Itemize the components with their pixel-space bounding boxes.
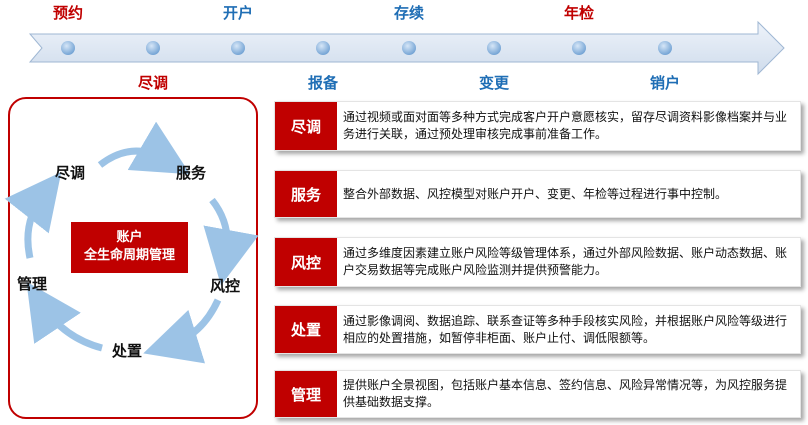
stage-row-management: 管理 提供账户全景视图，包括账户基本信息、签约信息、风险异常情况等，为风控服务提… <box>274 370 801 418</box>
cycle-node-service: 服务 <box>176 164 207 182</box>
timeline-label-top: 存续 <box>393 4 424 22</box>
timeline-label-top: 年检 <box>563 4 594 22</box>
stage-description: 通过多维度因素建立账户风险等级管理体系，通过外部风险数据、账户动态数据、账户交易… <box>343 246 788 277</box>
timeline-arrow <box>28 20 785 76</box>
stage-tag: 服务 <box>275 171 337 217</box>
cycle-arrow <box>4 171 62 259</box>
timeline-dot <box>402 41 416 55</box>
timeline-dot <box>487 41 501 55</box>
center-title-line1: 账户 <box>116 230 143 245</box>
stage-description: 整合外部数据、风控模型对账户开户、变更、年检等过程进行事中控制。 <box>343 186 728 201</box>
cycle-node-diligence: 尽调 <box>55 164 86 182</box>
cycle-arrow <box>143 298 222 364</box>
stage-tag: 管理 <box>275 371 337 417</box>
timeline-dot <box>658 41 672 55</box>
timeline-dot <box>61 41 75 55</box>
cycle-node-disposal: 处置 <box>112 342 143 360</box>
cycle-node-risk-control: 风控 <box>210 277 241 295</box>
cycle-arrows <box>4 121 259 364</box>
center-title-line2: 全生命周期管理 <box>83 248 175 263</box>
timeline-label-bottom: 变更 <box>478 74 509 92</box>
stage-description: 通过影像调阅、数据追踪、联系查证等多种手段核实风险，并根据账户风险等级进行相应的… <box>343 313 788 345</box>
cycle-arrow <box>97 121 191 175</box>
stage-description: 提供账户全景视图，包括账户基本信息、签约信息、风险异常情况等，为风控服务提供基础… <box>343 378 788 409</box>
cycle-arrow <box>26 281 103 352</box>
timeline-dot <box>231 41 245 55</box>
cycle-node-management: 管理 <box>17 275 48 293</box>
cycle-arrow <box>203 197 259 286</box>
stage-row-service: 服务 整合外部数据、风控模型对账户开户、变更、年检等过程进行事中控制。 <box>274 170 801 218</box>
timeline-dot <box>572 41 586 55</box>
timeline-label-bottom: 报备 <box>307 74 338 92</box>
stage-row-diligence: 尽调 通过视频或面对面等多种方式完成客户开户意愿核实，留存尽调资料影像档案并与业… <box>274 101 801 151</box>
stage-tag: 尽调 <box>275 102 337 150</box>
stage-row-risk-control: 风控 通过多维度因素建立账户风险等级管理体系，通过外部风险数据、账户动态数据、账… <box>274 237 801 287</box>
timeline-dot <box>146 41 160 55</box>
timeline-label-bottom: 销户 <box>649 74 680 92</box>
center-title-box: 账户 全生命周期管理 <box>71 222 188 273</box>
stage-tag: 处置 <box>275 306 337 353</box>
stage-row-disposal: 处置 通过影像调阅、数据追踪、联系查证等多种手段核实风险，并根据账户风险等级进行… <box>274 305 801 354</box>
timeline-label-top: 开户 <box>222 4 253 22</box>
timeline-label-bottom: 尽调 <box>137 74 168 92</box>
timeline-dot <box>316 41 330 55</box>
timeline-label-top: 预约 <box>52 4 83 22</box>
stage-tag: 风控 <box>275 238 337 286</box>
stage-description: 通过视频或面对面等多种方式完成客户开户意愿核实，留存尽调资料影像档案并与业务进行… <box>343 110 788 141</box>
